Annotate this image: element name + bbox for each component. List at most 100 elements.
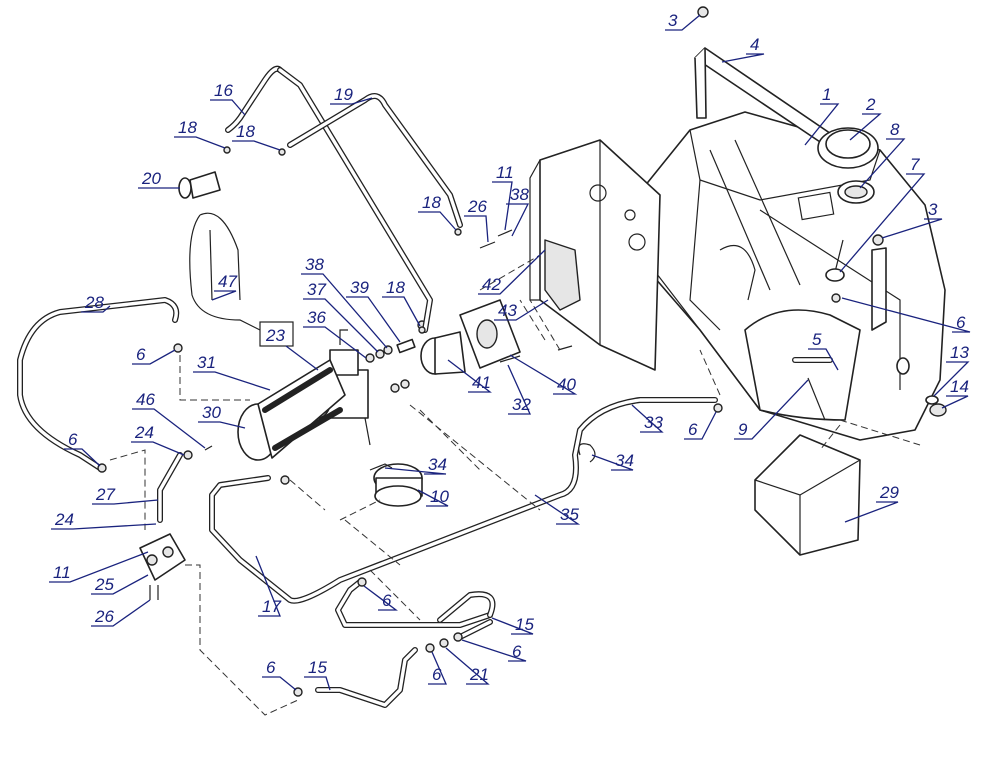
spacer <box>396 338 416 354</box>
svg-text:1: 1 <box>822 85 831 104</box>
svg-text:30: 30 <box>202 403 221 422</box>
svg-text:14: 14 <box>950 377 969 396</box>
svg-text:4: 4 <box>750 35 759 54</box>
svg-text:35: 35 <box>560 505 579 524</box>
svg-text:26: 26 <box>467 197 487 216</box>
callout-31: 31 <box>193 353 271 391</box>
callout-24-bottom: 24 <box>51 510 157 530</box>
nut <box>697 6 709 18</box>
svg-text:6: 6 <box>512 642 522 661</box>
filler-neck <box>837 180 875 204</box>
callout-27: 27 <box>92 485 159 505</box>
svg-text:47: 47 <box>218 272 237 291</box>
washer <box>390 383 400 393</box>
svg-text:46: 46 <box>136 390 155 409</box>
callout-33: 33 <box>631 404 664 433</box>
callout-17: 17 <box>255 555 281 617</box>
svg-text:20: 20 <box>141 169 161 188</box>
svg-text:23: 23 <box>265 326 285 345</box>
svg-text:21: 21 <box>469 665 489 684</box>
callout-37: 37 <box>303 280 379 353</box>
svg-text:11: 11 <box>53 563 71 582</box>
carburetor-bracket-frame <box>529 139 661 371</box>
callout-3-top: 3 <box>665 11 701 31</box>
svg-text:43: 43 <box>498 301 517 320</box>
callout-4: 4 <box>721 35 765 63</box>
carburetor-spacer <box>420 331 466 375</box>
callout-26-top: 26 <box>464 197 489 243</box>
callout-8: 8 <box>859 120 906 189</box>
svg-text:3: 3 <box>668 11 678 30</box>
callout-11-left: 11 <box>49 551 149 583</box>
callout-16: 16 <box>210 81 246 116</box>
svg-text:31: 31 <box>197 353 216 372</box>
svg-text:32: 32 <box>512 395 531 414</box>
svg-text:6: 6 <box>68 430 78 449</box>
svg-text:27: 27 <box>95 485 115 504</box>
callout-15-bottom: 15 <box>304 658 331 691</box>
breather-valve <box>178 171 221 199</box>
svg-text:9: 9 <box>738 420 748 439</box>
callout-29: 29 <box>844 483 899 523</box>
svg-text:19: 19 <box>334 85 353 104</box>
svg-text:6: 6 <box>432 665 442 684</box>
intake-flange <box>459 299 521 369</box>
fuel-valve <box>825 239 845 282</box>
callout-1: 1 <box>804 85 840 146</box>
svg-text:36: 36 <box>307 308 326 327</box>
drain-plug <box>929 403 947 417</box>
svg-text:6: 6 <box>688 420 698 439</box>
callout-32: 32 <box>507 364 531 415</box>
svg-text:39: 39 <box>350 278 369 297</box>
washer <box>365 353 375 363</box>
svg-text:2: 2 <box>865 95 876 114</box>
svg-text:26: 26 <box>94 607 114 626</box>
svg-text:6: 6 <box>136 345 146 364</box>
callout-21: 21 <box>445 647 490 685</box>
svg-text:7: 7 <box>910 155 920 174</box>
callout-18-c: 18 <box>418 193 457 231</box>
svg-text:6: 6 <box>956 313 966 332</box>
callout-19: 19 <box>330 85 373 105</box>
callout-39: 39 <box>346 278 401 343</box>
callout-34-tube: 34 <box>591 451 634 471</box>
callout-3-right: 3 <box>881 200 943 239</box>
callout-34-pump: 34 <box>384 455 447 475</box>
washer <box>925 395 939 405</box>
callout-38-left: 38 <box>301 255 388 349</box>
callout-9: 9 <box>734 379 809 440</box>
svg-text:13: 13 <box>950 343 969 362</box>
callout-6-bottom: 6 <box>363 585 398 611</box>
svg-text:41: 41 <box>472 373 491 392</box>
callout-6-right: 6 <box>841 297 971 333</box>
callout-6-end: 6 <box>262 658 297 691</box>
callout-43: 43 <box>494 299 549 321</box>
callout-42: 42 <box>478 249 546 295</box>
filler-cap <box>817 127 879 169</box>
svg-text:33: 33 <box>644 413 663 432</box>
callouts: 1 2 3 3 4 5 6 6 6 6 6 6 6 6 6 7 8 9 10 1… <box>49 11 971 691</box>
callout-46: 46 <box>132 390 206 449</box>
svg-text:42: 42 <box>482 275 501 294</box>
svg-text:18: 18 <box>236 122 255 141</box>
svg-text:11: 11 <box>496 163 514 182</box>
svg-text:6: 6 <box>382 591 392 610</box>
svg-text:34: 34 <box>428 455 447 474</box>
callout-47: 47 <box>211 272 237 301</box>
svg-text:16: 16 <box>214 81 233 100</box>
callout-35: 35 <box>534 494 581 525</box>
drain-fitting <box>896 357 910 375</box>
svg-text:24: 24 <box>54 510 74 529</box>
svg-text:10: 10 <box>430 487 449 506</box>
choke-cable <box>189 212 261 331</box>
callout-40: 40 <box>509 354 578 395</box>
svg-text:38: 38 <box>305 255 324 274</box>
svg-text:40: 40 <box>557 375 576 394</box>
callout-5: 5 <box>808 330 839 371</box>
callout-41: 41 <box>447 359 492 393</box>
callout-6-tube: 6 <box>64 430 101 467</box>
callout-14: 14 <box>941 377 969 409</box>
svg-text:18: 18 <box>386 278 405 297</box>
callout-7: 7 <box>839 155 926 273</box>
